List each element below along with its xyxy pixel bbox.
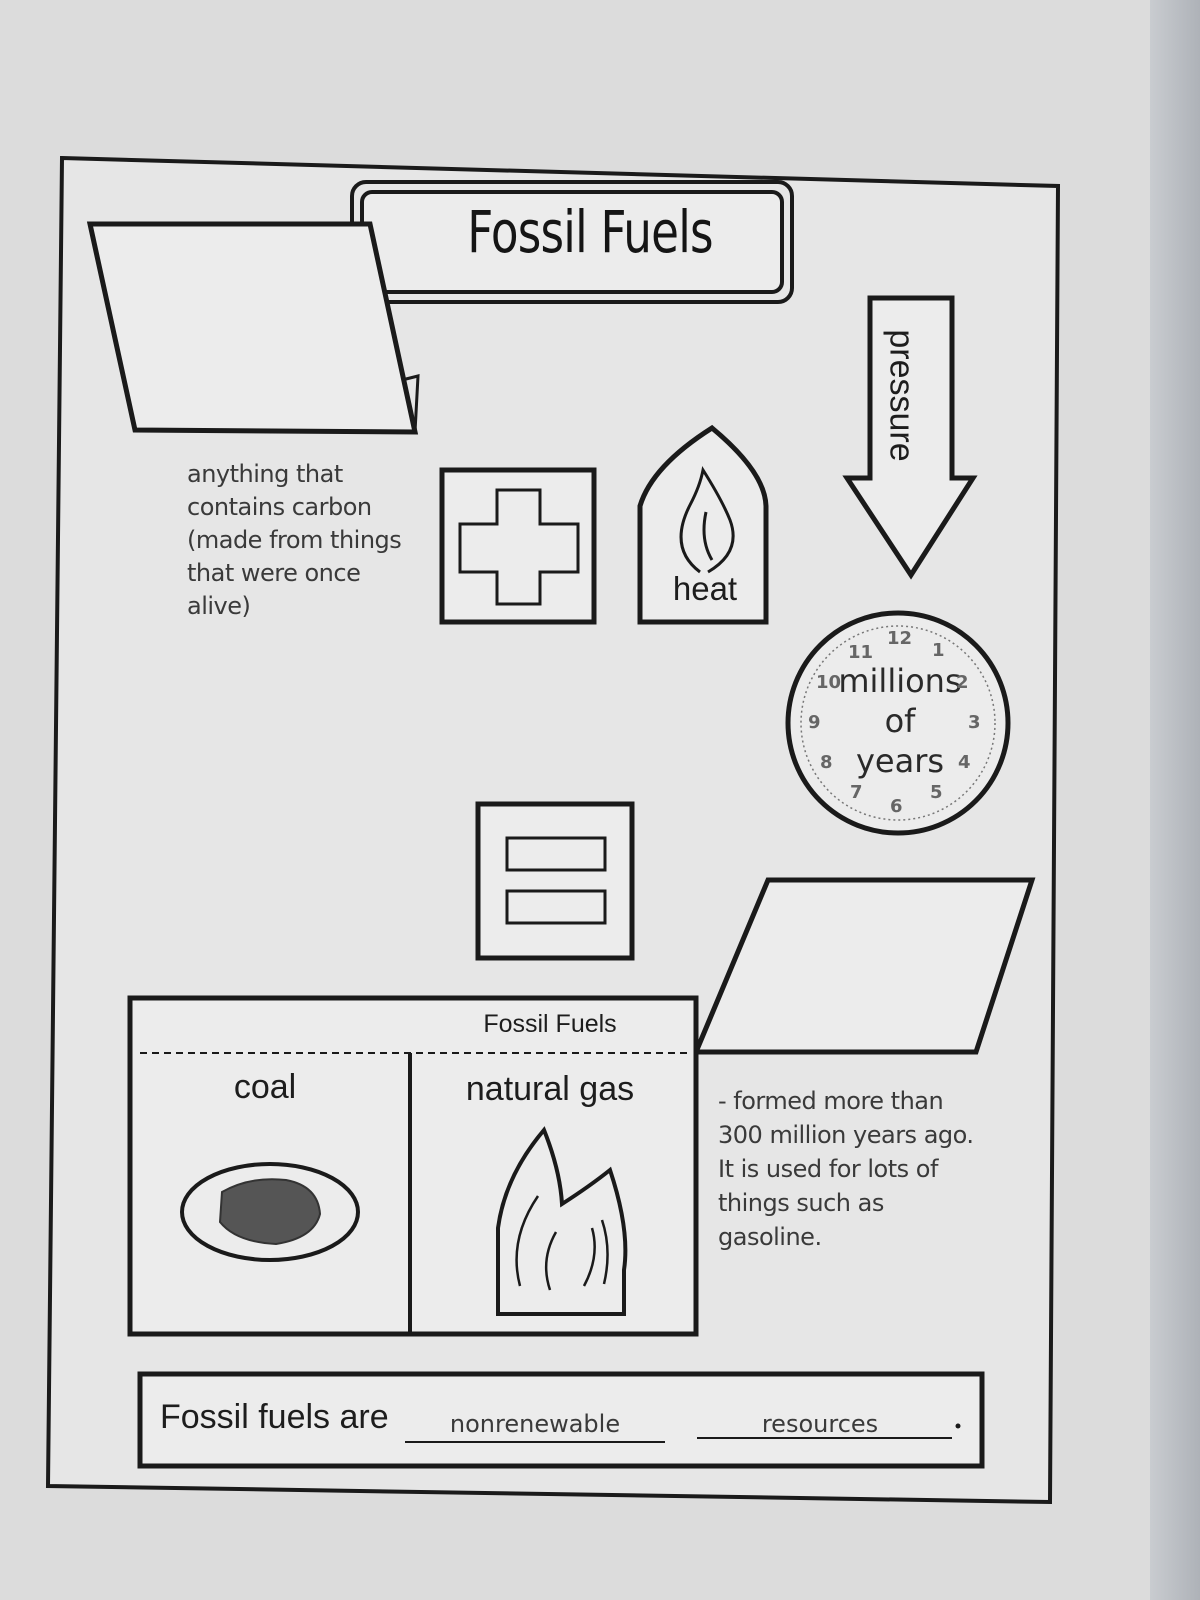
heat-label: heat: [672, 570, 738, 607]
gas-flame-lines: [515, 1195, 609, 1291]
clock-number: 8: [820, 752, 833, 773]
top-flap-parallelogram: [86, 221, 419, 435]
pressure-arrow: [842, 295, 978, 580]
clock-number: 3: [968, 712, 981, 733]
bottom-flap-parallelogram: [692, 877, 1036, 1055]
page-edge-shadow: [1150, 0, 1200, 1600]
clock-number: 10: [816, 672, 842, 693]
clock-number: 12: [887, 628, 913, 649]
clock-number: 9: [808, 712, 821, 733]
pressure-label: pressure: [882, 329, 921, 462]
coal-label: coal: [233, 1068, 297, 1106]
page-title: Fossil Fuels: [467, 198, 713, 266]
top-flap-fold: [401, 374, 420, 433]
clock-label-line2: of: [884, 702, 916, 740]
table-header: Fossil Fuels: [483, 1010, 617, 1038]
gas-flame-box: [496, 1126, 628, 1316]
sentence-period: [955, 1423, 961, 1429]
coal-oval: [180, 1162, 360, 1262]
sentence-prefix: Fossil fuels are: [160, 1398, 389, 1436]
sentence-box: [137, 1371, 985, 1469]
plus-icon: [458, 488, 580, 606]
coal-lump-icon: [218, 1178, 322, 1246]
equals-bar-bottom: [505, 889, 607, 925]
note-text: - formed more than 300 million years ago…: [718, 1087, 974, 1251]
clock-number: 6: [890, 796, 903, 817]
answer-nonrenewable: nonrenewable: [449, 1410, 621, 1438]
clock-face: [785, 610, 1011, 836]
flame-icon: [679, 465, 735, 574]
clock-label-line1: millions: [838, 662, 962, 700]
clock-number: 2: [956, 672, 969, 693]
plus-box: [439, 467, 597, 625]
clock-number: 1: [932, 640, 945, 661]
equals-bar-top: [505, 836, 607, 872]
clock-inner-ring: [800, 625, 996, 821]
answer-resources: resources: [761, 1410, 879, 1438]
clock-number: 5: [930, 782, 943, 803]
clock-label-line3: years: [855, 742, 945, 780]
clock-number: 11: [848, 642, 874, 663]
clock-number: 4: [958, 752, 971, 773]
definition-text: anything that contains carbon (made from…: [187, 460, 402, 620]
clock-number: 7: [850, 782, 863, 803]
natural-gas-label: natural gas: [465, 1070, 635, 1108]
equals-box: [475, 801, 635, 961]
